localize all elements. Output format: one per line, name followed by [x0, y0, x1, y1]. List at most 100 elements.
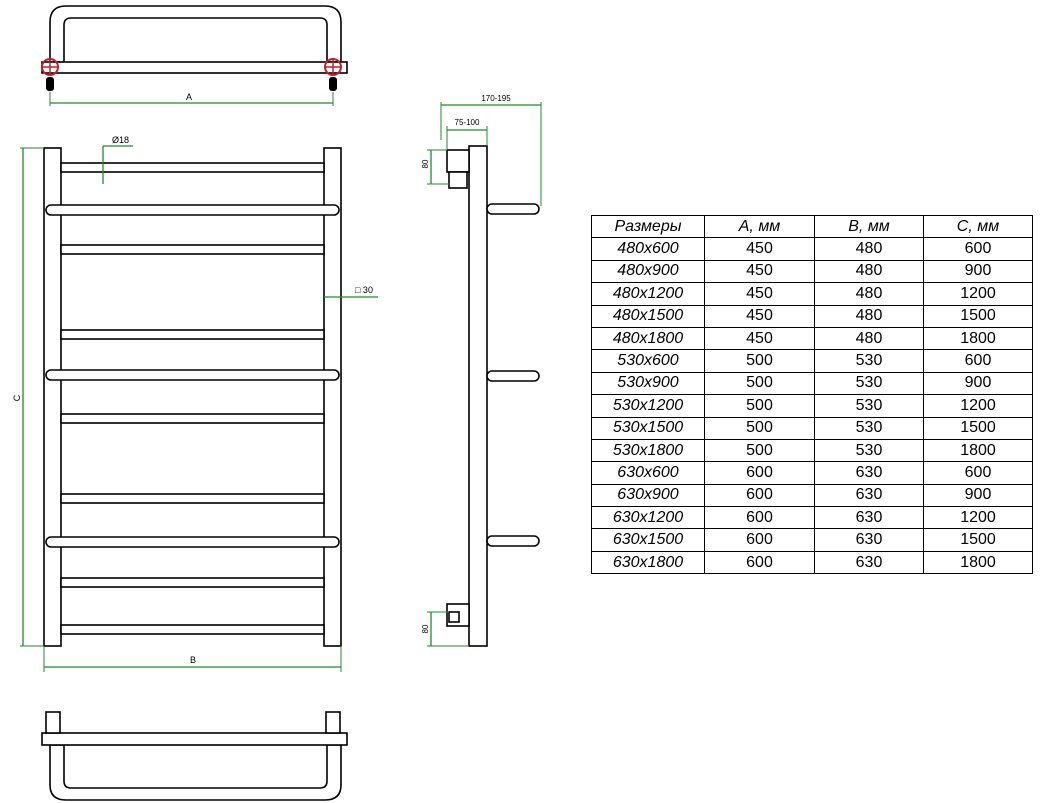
- cell-c: 1800: [923, 550, 1033, 575]
- cell-b: 630: [814, 528, 924, 552]
- cell-a: 600: [704, 550, 815, 575]
- cell-a: 450: [704, 304, 815, 328]
- cell-a: 450: [704, 237, 815, 261]
- cell-size: 530x1800: [591, 438, 705, 463]
- cell-c: 600: [923, 237, 1033, 261]
- dimension-c-label: C: [12, 394, 22, 401]
- connection-bottom-label: 80: [421, 624, 430, 633]
- cell-b: 630: [814, 506, 924, 530]
- bottom-view-bar: [41, 732, 348, 746]
- pipe-diameter-label: Ø18: [112, 135, 129, 145]
- depth-outer-label: 170-195: [481, 94, 511, 103]
- top-connector: [446, 149, 470, 173]
- cell-b: 480: [814, 304, 924, 328]
- dimension-a: A: [49, 92, 334, 106]
- cell-c: 1800: [923, 326, 1033, 351]
- connection-top-dimension: 80: [421, 149, 449, 185]
- connection-bottom-dimension: 80: [421, 611, 469, 647]
- header-sizes: Размеры: [591, 214, 705, 239]
- depth-inner-label: 75-100: [455, 118, 480, 127]
- cell-size: 480x1200: [591, 282, 705, 306]
- cell-size: 480x900: [591, 259, 705, 284]
- cell-c: 1500: [923, 304, 1033, 328]
- table-header-row: Размеры А, мм В, мм С, мм: [591, 214, 1033, 239]
- cell-a: 450: [704, 326, 815, 351]
- cell-b: 480: [814, 326, 924, 351]
- cell-size: 530x1500: [591, 416, 705, 440]
- cell-c: 900: [923, 259, 1033, 284]
- top-view-loop: [49, 5, 342, 63]
- cell-a: 500: [704, 438, 815, 463]
- cell-c: 600: [923, 349, 1033, 373]
- dimension-b-label: B: [190, 655, 196, 665]
- dimension-c: C: [12, 147, 44, 647]
- cell-a: 450: [704, 282, 815, 306]
- round-rungs: [45, 204, 340, 548]
- flat-rungs: [60, 162, 325, 635]
- cell-a: 500: [704, 394, 815, 418]
- connection-top-label: 80: [421, 159, 430, 168]
- cell-size: 530x1200: [591, 394, 705, 418]
- cell-size: 630x1500: [591, 528, 705, 552]
- cell-b: 530: [814, 371, 924, 396]
- pipe-diameter-callout: Ø18: [102, 135, 133, 184]
- cell-a: 600: [704, 528, 815, 552]
- depth-outer-dimension: 170-195: [440, 94, 542, 206]
- cell-size: 530x900: [591, 371, 705, 396]
- cell-b: 480: [814, 282, 924, 306]
- cell-b: 480: [814, 259, 924, 284]
- header-a: А, мм: [704, 214, 815, 239]
- cell-size: 630x1800: [591, 550, 705, 575]
- right-valve-icon: [324, 58, 342, 91]
- left-post: [43, 147, 62, 647]
- cell-b: 630: [814, 483, 924, 508]
- top-view-bar: [41, 61, 348, 74]
- cell-b: 630: [814, 461, 924, 485]
- cell-c: 600: [923, 461, 1033, 485]
- cell-b: 530: [814, 394, 924, 418]
- cell-b: 530: [814, 416, 924, 440]
- cell-size: 630x900: [591, 483, 705, 508]
- bottom-view-loop: [49, 744, 342, 801]
- cell-a: 450: [704, 259, 815, 284]
- cell-c: 1500: [923, 416, 1033, 440]
- depth-inner-dimension: 75-100: [446, 118, 488, 150]
- header-c: С, мм: [923, 214, 1033, 239]
- bottom-view: [41, 711, 348, 801]
- profile-callout: □ 30: [324, 285, 378, 298]
- cell-a: 600: [704, 506, 815, 530]
- side-post: [468, 145, 488, 647]
- cell-c: 1200: [923, 506, 1033, 530]
- cell-size: 630x600: [591, 461, 705, 485]
- dimension-b: B: [43, 646, 342, 672]
- cell-a: 600: [704, 461, 815, 485]
- cell-size: 530x600: [591, 349, 705, 373]
- cell-c: 1500: [923, 528, 1033, 552]
- top-connector-nut: [448, 171, 468, 189]
- cell-a: 500: [704, 349, 815, 373]
- cell-b: 630: [814, 550, 924, 575]
- left-valve-icon: [41, 58, 59, 91]
- cell-c: 900: [923, 483, 1033, 508]
- cell-b: 480: [814, 237, 924, 261]
- cell-c: 1800: [923, 438, 1033, 463]
- dimension-a-label: A: [186, 92, 192, 102]
- cell-a: 500: [704, 371, 815, 396]
- cell-b: 530: [814, 349, 924, 373]
